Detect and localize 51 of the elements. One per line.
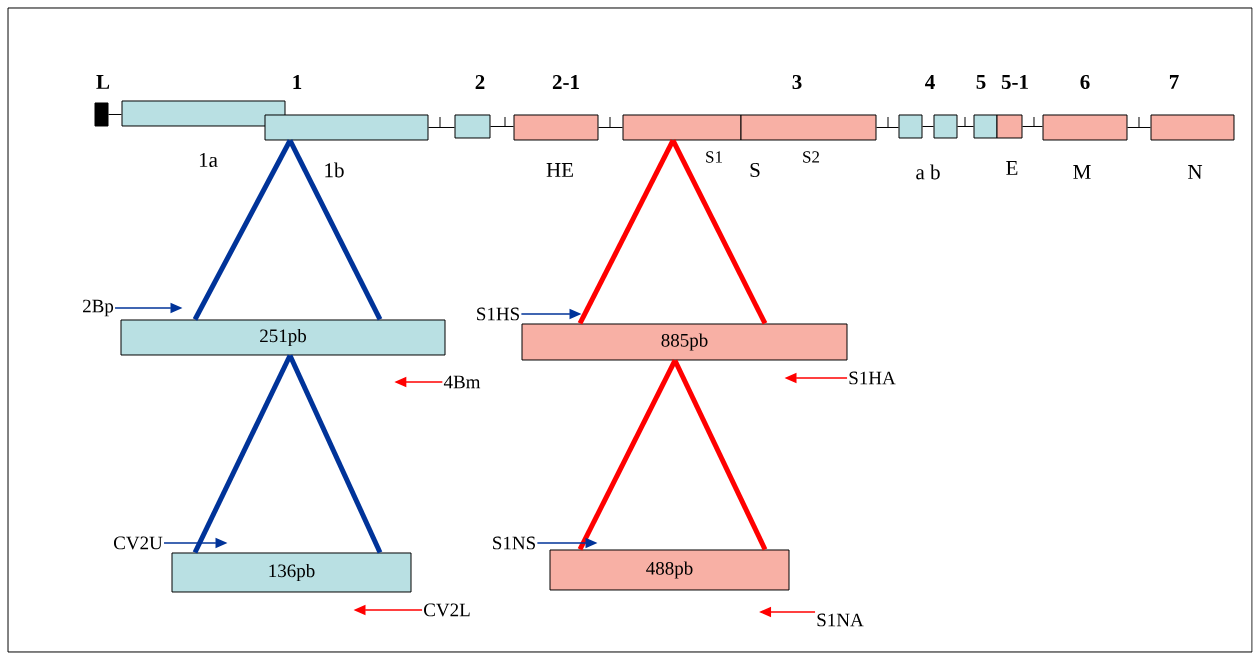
product-box: 885pb [521,323,848,361]
zoom-line [670,139,768,325]
primer-label: S1NS [493,536,535,550]
primer-label: 4Bm [443,375,481,389]
zoom-line [577,359,678,551]
gene-number: 3 [792,74,802,90]
gene-box [933,114,958,139]
gene-number: 2 [475,75,485,89]
gene-name: M [1073,165,1091,179]
genome-line [922,126,934,127]
primer-label: CV2L [424,603,470,617]
zoom-line [287,139,383,321]
gene-number: 6 [1080,74,1090,90]
gene-box [898,114,923,139]
genome-line [598,127,623,128]
gene-name: HE [546,163,573,177]
genome-line [108,114,122,115]
gene-name: S2 [803,151,820,163]
zoom-line [192,354,293,554]
primer-label: 2Bp [83,299,114,317]
zoom-line [672,359,768,551]
genome-line [490,126,514,127]
product-box: 251pb [120,319,446,356]
gene-number: 5 [976,75,986,89]
genome-line [1022,126,1043,127]
gene-name: S1 [706,151,722,163]
primer-label: S1HS [477,307,519,321]
genome-line [876,127,899,128]
zoom-line [287,354,383,554]
gene-number: 1 [293,75,302,89]
genome-line [1127,127,1151,128]
gene-number: 7 [1169,75,1179,89]
gene-name: a b [916,164,940,180]
gene-name: 1a [199,152,218,167]
product-box: 136pb [171,552,412,593]
genome-line [428,127,455,128]
zoom-line [577,139,676,325]
genome-line [957,126,974,127]
gene-name: S [750,162,760,178]
primer-label: CV2U [114,536,163,550]
gene-number: 2-1 [552,75,579,89]
gene-name: N [1188,165,1203,179]
primer-label: S1NA [817,613,864,627]
gene-number: 5-1 [1001,74,1028,89]
gene-name: 1b [325,162,344,178]
primer-label: S1HA [849,371,896,385]
gene-name: E [1006,161,1018,175]
zoom-line [192,139,293,321]
product-box: 488pb [549,549,790,591]
gene-number: 4 [925,75,935,89]
gene-number: L [96,75,110,89]
